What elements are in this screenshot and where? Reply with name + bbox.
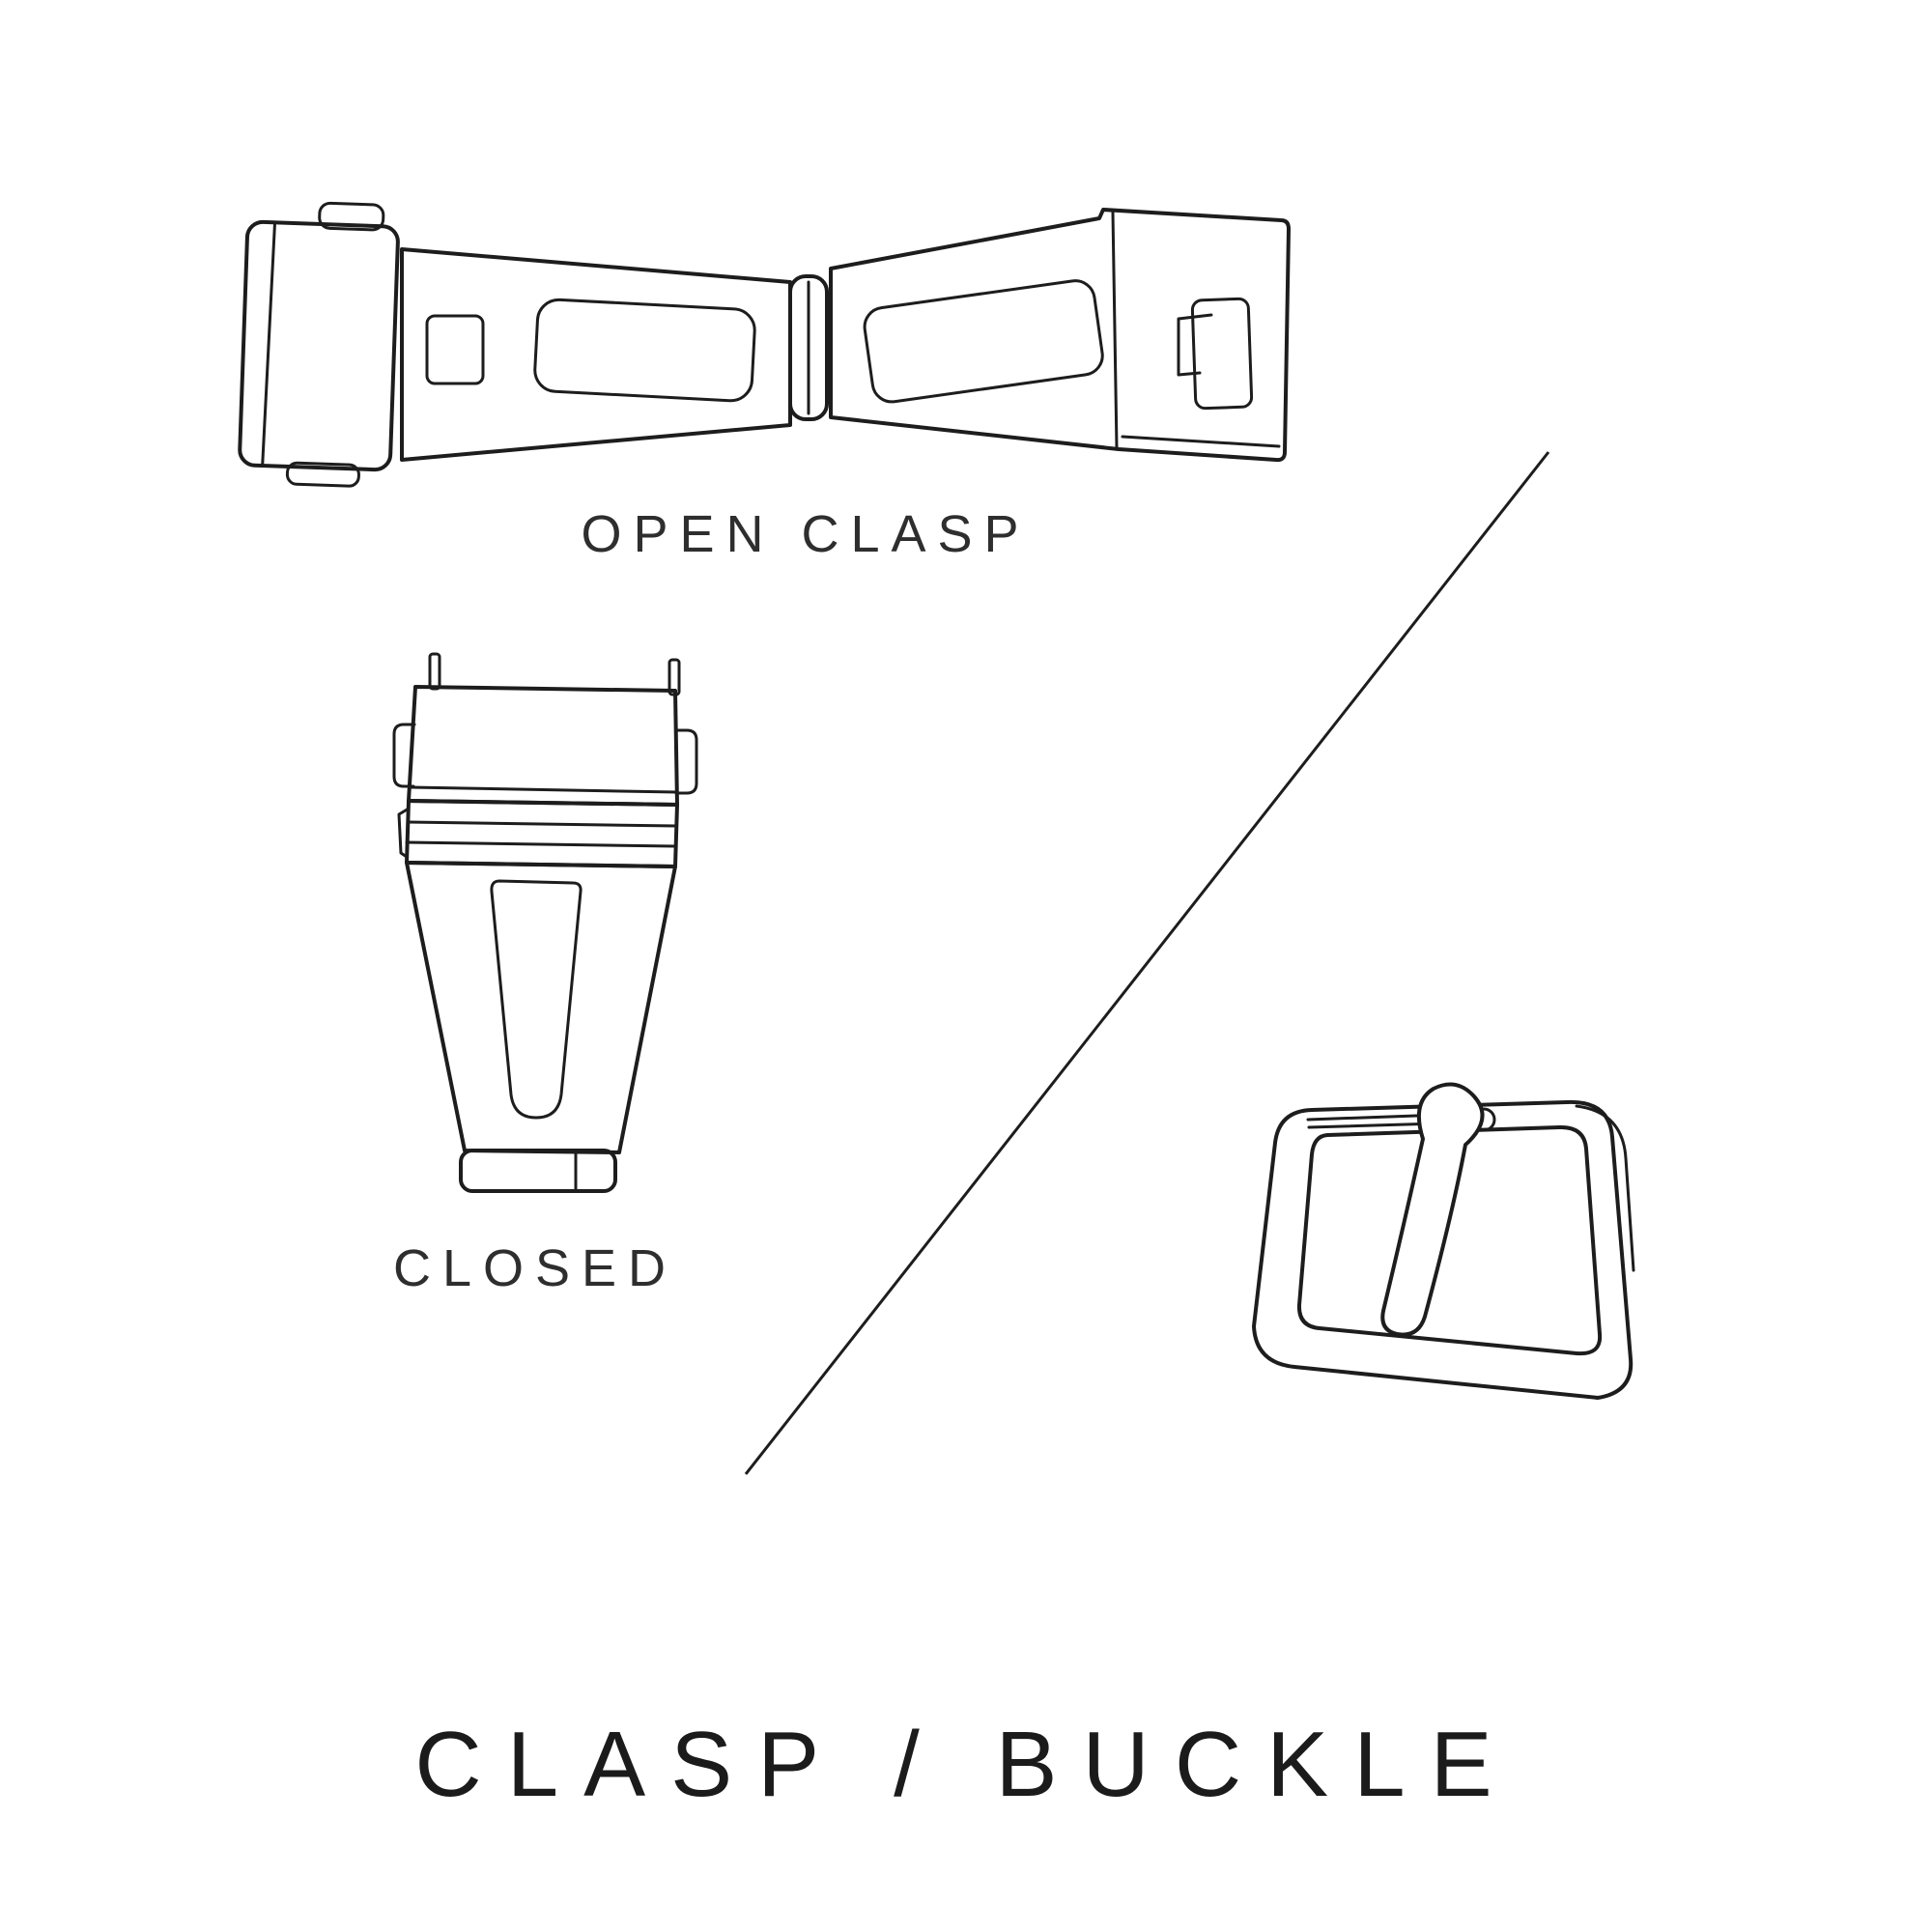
diagonal-divider-line-icon (744, 451, 1550, 1475)
open-clasp-figure (222, 174, 1304, 512)
closed-clasp-figure (377, 642, 705, 1203)
open-clasp-label: OPEN CLASP (581, 505, 1031, 563)
open-clasp-drawing-icon (238, 201, 1291, 488)
pin-buckle-drawing-icon (1252, 1082, 1635, 1400)
buckle-figure (1227, 1077, 1652, 1430)
closed-clasp-label: CLOSED (392, 1239, 678, 1297)
page-title: CLASP / BUCKLE (414, 1713, 1518, 1816)
divider (734, 440, 1565, 1488)
closed-clasp-drawing-icon (392, 652, 698, 1193)
